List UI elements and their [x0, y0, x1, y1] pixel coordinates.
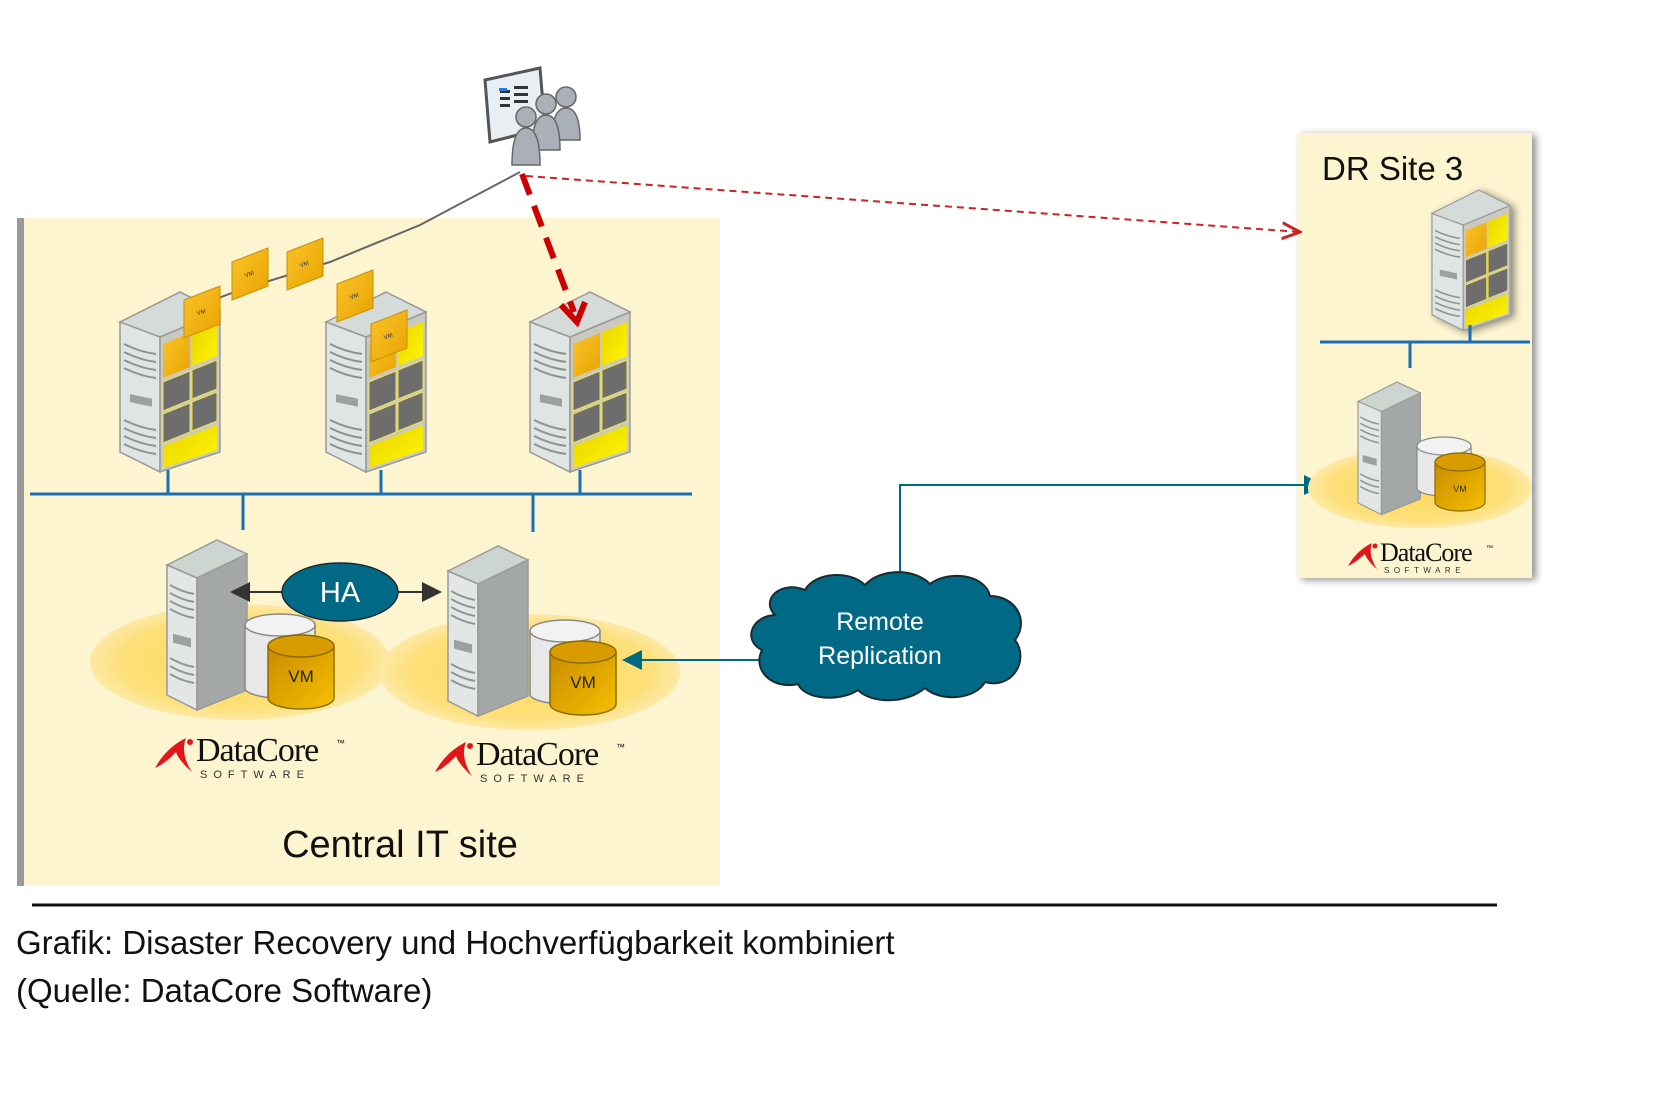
vm-disk-label: VM [570, 673, 596, 692]
central-site-border [17, 218, 24, 886]
replication-link-dr [899, 475, 1324, 580]
cloud-label-line2: Replication [818, 642, 942, 670]
ha-label: HA [320, 577, 361, 609]
svg-text:SOFTWARE: SOFTWARE [1384, 566, 1465, 575]
svg-text:™: ™ [1486, 545, 1493, 552]
storage-node-2-disks: VM [529, 619, 617, 716]
datacore-logo: DataCore ™ SOFTWARE [155, 732, 345, 781]
users-with-monitor-icon [483, 66, 581, 166]
svg-text:DataCore: DataCore [476, 736, 598, 773]
dr-disks: VM [1416, 436, 1486, 512]
remote-replication-cloud: Remote Replication [750, 571, 1022, 702]
svg-text:™: ™ [616, 742, 625, 752]
storage-server-1 [166, 539, 248, 711]
dr-host [1431, 189, 1511, 332]
dr-failover-dotted-arrow [525, 175, 1300, 232]
dr-site-label: DR Site 3 [1322, 150, 1463, 187]
datacore-logo: DataCore ™ SOFTWARE [435, 736, 625, 785]
caption-line-2: (Quelle: DataCore Software) [16, 972, 433, 1009]
ha-badge [281, 562, 399, 622]
vmotion-link-line [199, 171, 521, 306]
svg-text:SOFTWARE: SOFTWARE [200, 769, 310, 781]
failover-dashed-arrow [519, 172, 577, 314]
svg-text:DataCore: DataCore [1380, 538, 1472, 567]
svg-text:™: ™ [336, 738, 345, 748]
failover-arrow-head [558, 300, 588, 328]
caption-line-1: Grafik: Disaster Recovery und Hochverfüg… [16, 924, 895, 961]
vm-disk-label: VM [1453, 484, 1467, 494]
central-network-bus [30, 470, 692, 532]
svg-text:SOFTWARE: SOFTWARE [480, 773, 590, 785]
storage-node-1-disks: VM [244, 613, 335, 710]
vm-disk-label: VM [288, 667, 314, 686]
dr-storage-server [1357, 381, 1422, 516]
central-site-label: Central IT site [282, 824, 518, 866]
storage-server-2 [447, 545, 529, 717]
dr-network-bus [1320, 325, 1530, 368]
datacore-logo: DataCore ™ SOFTWARE [1348, 538, 1493, 575]
cloud-label-line1: Remote [836, 608, 924, 636]
svg-text:DataCore: DataCore [196, 732, 318, 769]
